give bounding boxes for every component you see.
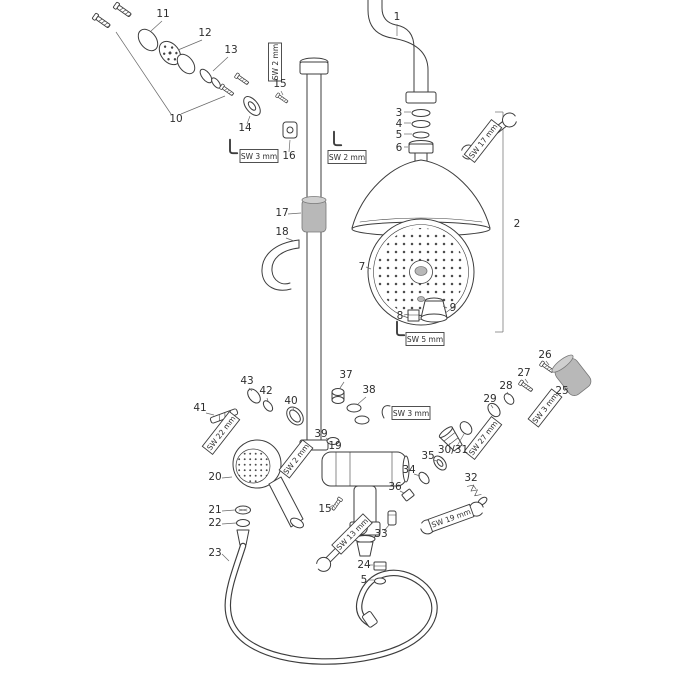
part-label-8: 8: [397, 310, 404, 322]
part-label-5: 5: [396, 129, 403, 141]
part-label-34: 34: [402, 464, 416, 476]
part-label-7: 7: [359, 261, 366, 273]
wall-bracket-set: [91, 1, 298, 139]
part-label-23: 23: [208, 547, 221, 559]
part-label-9: 9: [450, 302, 457, 314]
part-label-27: 27: [517, 367, 530, 379]
handle-knob: [551, 354, 592, 396]
part-label-30-31: 30/31: [438, 444, 468, 456]
part-label-32: 32: [464, 472, 477, 484]
part-label-38: 38: [362, 384, 375, 396]
knob-screw-icon: [517, 379, 535, 394]
part-label-16: 16: [282, 150, 296, 162]
part-label-42: 42: [259, 385, 272, 397]
part-label-33: 33: [374, 528, 387, 540]
slider-sleeve: [301, 196, 327, 233]
hex-key-icon: [333, 130, 343, 147]
tool-label-sw3-wall: SW 3 mm: [239, 149, 279, 163]
part-label-6: 6: [396, 142, 403, 154]
part-label-10: 10: [169, 113, 182, 125]
wall-screw-icon: [91, 12, 112, 30]
tool-label-sw2-hand: SW 2 mm: [278, 439, 314, 479]
part-label-21: 21: [208, 504, 221, 516]
bracket-screw-icon: [218, 83, 236, 98]
part-label-37: 37: [339, 369, 352, 381]
hex-key-icon: [396, 320, 406, 337]
shower-holder: [261, 239, 300, 291]
body-grub-screw-icon: [330, 496, 344, 512]
svg-text:SW 27 mm: SW 27 mm: [467, 419, 499, 457]
part-label-1: 1: [394, 11, 401, 23]
bracket-screw-icon: [233, 72, 251, 87]
part-label-25: 25: [555, 385, 568, 397]
part-label-39: 39: [314, 428, 327, 440]
hook-tool-icon: [381, 405, 391, 419]
part-label-15b: 15: [318, 503, 331, 515]
leader-lines: [115, 20, 569, 581]
part-label-19: 19: [328, 440, 341, 452]
tool-label-sw2-arm: SW 2 mm: [327, 150, 367, 164]
tool-label-sw5: SW 5 mm: [405, 332, 445, 346]
riser-pipe: [299, 57, 329, 451]
part-label-5b: 5: [361, 574, 368, 586]
part-label-13: 13: [224, 44, 237, 56]
svg-text:SW 17 mm: SW 17 mm: [467, 122, 499, 160]
tool-label-sw19: SW 19 mm: [427, 503, 475, 533]
svg-text:SW 3 mm: SW 3 mm: [393, 409, 429, 418]
tool-label-sw27: SW 27 mm: [463, 416, 503, 460]
part-labels: 1 2 3 4 5 6 7 8 9 10 11 12 13 14 15 16 1…: [156, 8, 568, 586]
part-label-20: 20: [208, 471, 221, 483]
part-label-14: 14: [238, 122, 252, 134]
part-label-35: 35: [421, 450, 434, 462]
part-label-28: 28: [499, 380, 512, 392]
part-label-36: 36: [388, 481, 402, 493]
part-label-4: 4: [396, 118, 403, 130]
part-label-29: 29: [483, 393, 496, 405]
part-label-26: 26: [538, 349, 552, 361]
tool-label-sw3-body: SW 3 mm: [391, 406, 431, 420]
part-label-43: 43: [240, 375, 253, 387]
overhead-shower: [351, 109, 504, 333]
tool-labels: SW 2 mm SW 3 mm SW 2 mm SW 17 mm SW 5 mm…: [201, 42, 563, 578]
part-label-3: 3: [396, 107, 403, 119]
svg-text:SW 2 mm: SW 2 mm: [329, 153, 365, 162]
tool-label-sw2-wall: SW 2 mm: [268, 42, 282, 82]
svg-text:SW 5 mm: SW 5 mm: [407, 335, 443, 344]
part-label-2: 2: [514, 218, 521, 230]
part-label-22: 22: [208, 517, 221, 529]
wall-screw-icon: [112, 1, 133, 19]
part-label-17: 17: [275, 207, 288, 219]
part-label-41: 41: [193, 402, 206, 414]
grub-screw-icon: [275, 92, 290, 105]
part-label-24: 24: [357, 559, 371, 571]
shower-arm: [367, 0, 437, 104]
svg-text:SW 3 mm: SW 3 mm: [241, 152, 277, 161]
svg-text:SW 2 mm: SW 2 mm: [282, 442, 311, 476]
svg-text:SW 2 mm: SW 2 mm: [271, 44, 280, 80]
tool-label-sw17: SW 17 mm: [463, 119, 503, 163]
hand-shower-and-hose: [224, 439, 438, 665]
part-label-40: 40: [284, 395, 297, 407]
hex-key-icon: [229, 138, 239, 155]
part-label-15: 15: [273, 78, 286, 90]
part-label-11: 11: [156, 8, 169, 20]
part-label-12: 12: [198, 27, 211, 39]
part-label-18: 18: [275, 226, 288, 238]
